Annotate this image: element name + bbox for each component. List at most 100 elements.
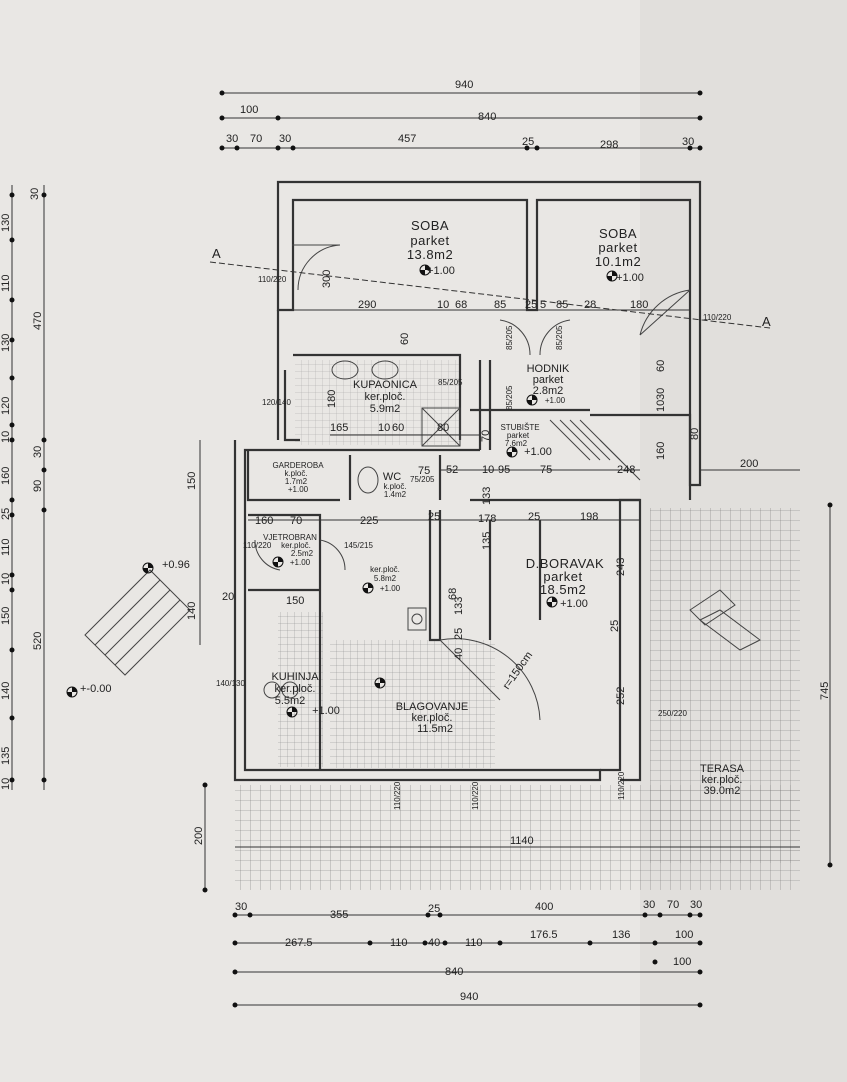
- right-dimensions: 745 200 200 1140: [193, 458, 833, 893]
- dim-25c: 25: [528, 511, 540, 523]
- room-hodnik-name: HODNIK: [527, 363, 570, 375]
- room-wc-floor: k.ploč.: [383, 482, 406, 491]
- top-dimensions: 940 100 840 30 70 30 457 25 298 30: [219, 79, 703, 151]
- dim-68b: 68: [447, 588, 459, 600]
- dim-133b: 133: [453, 597, 465, 615]
- dim-243: 243: [615, 558, 627, 576]
- dim-top-30a: 30: [226, 133, 238, 145]
- room-blagovanje: BLAGOVANJE ker.ploč. 11.5m2: [396, 701, 469, 735]
- deck-chair-icon: [689, 589, 761, 651]
- room-kuhinja-floor: ker.ploč.: [275, 683, 316, 695]
- front-terrace-tiles: [235, 785, 800, 890]
- dim-68a: 68: [455, 299, 467, 311]
- room-garderoba: GARDEROBA k.ploč. 1.7m2 +1.00: [272, 461, 324, 494]
- room-boravak-name: D.BORAVAK: [526, 556, 604, 571]
- dim-bot-400: 400: [535, 901, 553, 913]
- dim-85b: 85: [556, 299, 568, 311]
- room-kupaonica: KUPAONICA ker.ploč. 5.9m2: [353, 379, 418, 415]
- room-stubiste: STUBIŠTE parket 7.6m2 +1.00: [500, 423, 551, 458]
- dim-left-520: 520: [32, 632, 44, 650]
- room-kuhinja-name: KUHINJA: [271, 671, 319, 683]
- dim-top-30c: 30: [682, 136, 694, 148]
- dim-bot-110a: 110: [390, 937, 408, 949]
- room-hall: ker.ploč. 5.8m2 +1.00: [370, 565, 401, 593]
- dim-180b: 180: [326, 390, 338, 408]
- dim-bot-940: 940: [460, 991, 478, 1003]
- dim-25b: 25: [428, 511, 440, 523]
- level-entry: +0.96: [162, 559, 190, 571]
- room-hall-floor: ker.ploč.: [370, 565, 400, 574]
- dim-top-840: 840: [478, 111, 496, 123]
- room-boravak-area: 18.5m2: [540, 582, 586, 597]
- opening-d5: 85/205: [505, 385, 514, 410]
- room-vjetrobran-floor: ker.ploč.: [281, 541, 311, 550]
- dim-75a: 75: [540, 464, 552, 476]
- dim-52: 52: [446, 464, 458, 476]
- room-hall-level: +1.00: [380, 584, 401, 593]
- room-boravak: D.BORAVAK parket 18.5m2 +1.00: [526, 556, 604, 610]
- kitchen-tiles: [278, 612, 323, 767]
- dim-150b: 150: [286, 595, 304, 607]
- opening-w1: 110/220: [258, 275, 287, 284]
- room-garderoba-area: 1.7m2: [285, 477, 308, 486]
- dim-30: 30: [655, 388, 667, 400]
- dim-135: 135: [481, 532, 493, 550]
- dim-25d: 25: [453, 628, 465, 640]
- room-blagovanje-name: BLAGOVANJE: [396, 701, 469, 713]
- dim-top-298: 298: [600, 139, 618, 151]
- room-stubiste-level: +1.00: [524, 446, 552, 458]
- doors: [254, 244, 691, 721]
- dim-left-10a: 10: [0, 431, 12, 443]
- dim-150a: 150: [186, 472, 198, 490]
- dim-70b: 70: [290, 515, 302, 527]
- left-dimensions: 30 130 110 130 120 10 160 25 110 10 150 …: [0, 185, 47, 790]
- room-soba-1: SOBA parket 13.8m2 +1.00: [407, 218, 455, 277]
- dim-left-10b: 10: [0, 573, 12, 585]
- dim-left-25: 25: [0, 508, 12, 520]
- opening-d4: 75/205: [410, 475, 435, 484]
- dim-178: 178: [478, 513, 496, 525]
- dim-left-110a: 110: [0, 274, 12, 292]
- room-hodnik-level: +1.00: [545, 396, 566, 405]
- room-soba1-floor: parket: [410, 233, 449, 248]
- room-kupaonica-area: 5.9m2: [370, 403, 401, 415]
- dim-top-940: 940: [455, 79, 473, 91]
- room-garderoba-floor: k.ploč.: [284, 469, 307, 478]
- room-vjetrobran-area: 2.5m2: [291, 549, 314, 558]
- room-kuhinja: KUHINJA ker.ploč. 5.5m2 +1.00: [271, 671, 339, 717]
- dim-left-110b: 110: [0, 538, 12, 556]
- dim-bot-40: 40: [428, 937, 440, 949]
- room-garderoba-level: +1.00: [288, 485, 309, 494]
- room-soba2-level: +1.00: [616, 272, 644, 284]
- dim-bot-267: 267.5: [285, 937, 313, 949]
- dim-85a: 85: [494, 299, 506, 311]
- dim-75b: 75: [418, 465, 430, 477]
- dim-bot-30b: 30: [643, 899, 655, 911]
- dim-left-135: 135: [0, 747, 12, 765]
- dim-160b: 160: [655, 442, 667, 460]
- dim-bot-110b: 110: [465, 937, 483, 949]
- dim-bot-30a: 30: [235, 901, 247, 913]
- opening-w8: 110/220: [617, 771, 626, 800]
- dim-10a: 10: [437, 299, 449, 311]
- dim-bot-136: 136: [612, 929, 630, 941]
- room-garderoba-name: GARDEROBA: [272, 461, 324, 470]
- dim-1140: 1140: [510, 835, 534, 847]
- room-terasa-area: 39.0m2: [704, 785, 741, 797]
- interior-dimensions: 290 10 68 85 25 5 85 28 180 300 60 180 1…: [186, 270, 701, 705]
- room-soba-2: SOBA parket 10.1m2 +1.00: [595, 226, 644, 284]
- dim-70a: 70: [480, 430, 492, 442]
- dim-25e: 25: [609, 620, 621, 632]
- room-boravak-level: +1.00: [560, 598, 588, 610]
- section-line-a: A A: [209, 246, 771, 329]
- opening-w4: 110/220: [243, 541, 272, 550]
- opening-w2: 110/220: [703, 313, 732, 322]
- room-soba1-level: +1.00: [427, 265, 455, 277]
- dim-180: 180: [630, 299, 648, 311]
- dim-200-right: 200: [740, 458, 758, 470]
- dim-bot-355: 355: [330, 909, 348, 921]
- dim-bot-30c: 30: [690, 899, 702, 911]
- opening-d3: 85/205: [555, 325, 564, 350]
- dim-bot-176: 176.5: [530, 929, 558, 941]
- dim-300: 300: [321, 270, 333, 288]
